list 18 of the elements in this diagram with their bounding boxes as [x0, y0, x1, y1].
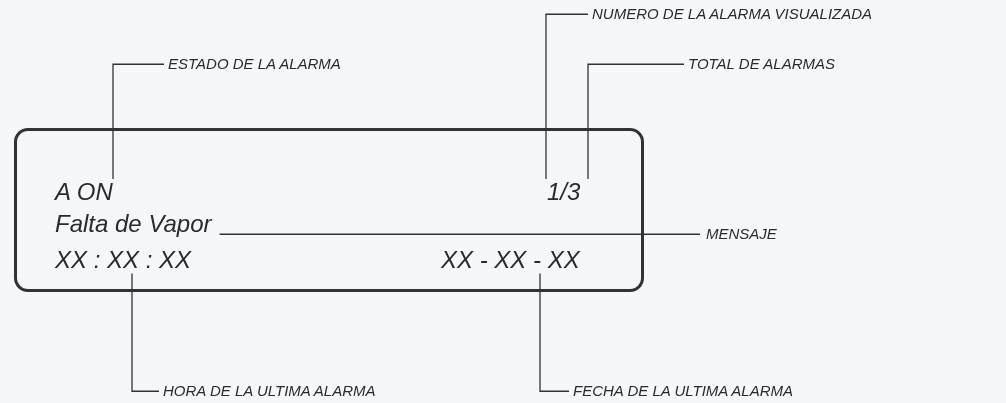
- message-text: Falta de Vapor: [55, 211, 212, 238]
- display-screen: [14, 128, 644, 292]
- date-text: XX - XX - XX: [441, 247, 580, 274]
- callout-label: MENSAJE: [706, 226, 777, 243]
- callout-label: ESTADO DE LA ALARMA: [168, 56, 341, 73]
- time-text: XX : XX : XX: [55, 247, 192, 274]
- leader-line: [587, 63, 685, 180]
- leader-line: [218, 233, 701, 235]
- callout-label: HORA DE LA ULTIMA ALARMA: [163, 383, 376, 400]
- display-text: A ON: [55, 179, 113, 206]
- leader-line: [539, 272, 570, 392]
- leader-line: [545, 13, 589, 180]
- display-text: 1/3: [547, 179, 581, 206]
- leader-line: [131, 272, 160, 392]
- leader-line: [112, 63, 165, 180]
- callout-label: FECHA DE LA ULTIMA ALARMA: [573, 383, 794, 400]
- callout-label: TOTAL DE ALARMAS: [688, 56, 835, 73]
- callout-label: NUMERO DE LA ALARMA VISUALIZADA: [592, 6, 873, 23]
